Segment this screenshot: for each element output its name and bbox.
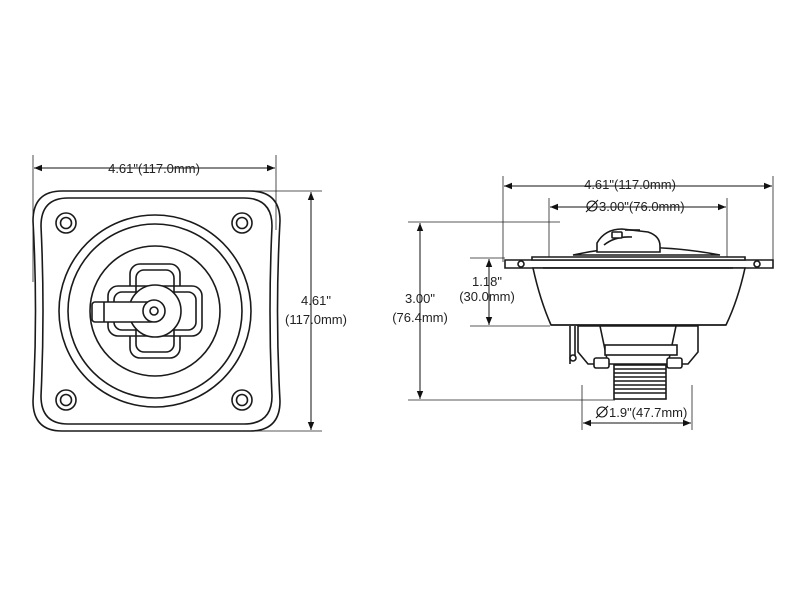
front-height-label-in: 4.61" bbox=[301, 293, 331, 308]
front-height-label-mm: (117.0mm) bbox=[285, 312, 347, 327]
front-view: 4.61"(117.0mm) 4.61" (117.0mm) bbox=[32, 155, 347, 432]
front-width-label: 4.61"(117.0mm) bbox=[108, 161, 200, 176]
side-body-diameter-label: 3.00"(76.0mm) bbox=[599, 199, 685, 214]
side-lower-housing bbox=[569, 325, 699, 369]
screw-hole-top-left bbox=[55, 212, 77, 234]
side-view: 4.61"(117.0mm) 3.00"(76.0mm) 3.00" (76.4… bbox=[392, 176, 774, 430]
diameter-symbol-icon bbox=[585, 199, 599, 213]
screw-hole-top-right bbox=[231, 212, 253, 234]
side-flange bbox=[504, 259, 774, 269]
side-overall-height-label-in: 3.00" bbox=[405, 291, 435, 306]
valve-lever bbox=[91, 299, 166, 323]
side-flange-width-label: 4.61"(117.0mm) bbox=[584, 177, 676, 192]
screw-hole-bottom-left bbox=[55, 389, 77, 411]
side-handle-cap bbox=[572, 228, 721, 256]
side-depth-label-mm: (30.0mm) bbox=[459, 289, 515, 304]
diameter-symbol-icon bbox=[595, 405, 609, 419]
screw-hole-bottom-right bbox=[231, 389, 253, 411]
side-depth-label-in: 1.18" bbox=[472, 274, 502, 289]
side-base-diameter-label: 1.9"(47.7mm) bbox=[609, 405, 687, 420]
side-body bbox=[532, 267, 746, 326]
flange-outline bbox=[32, 190, 281, 432]
side-overall-height-label-mm: (76.4mm) bbox=[392, 310, 448, 325]
side-threaded-stem bbox=[613, 364, 667, 400]
